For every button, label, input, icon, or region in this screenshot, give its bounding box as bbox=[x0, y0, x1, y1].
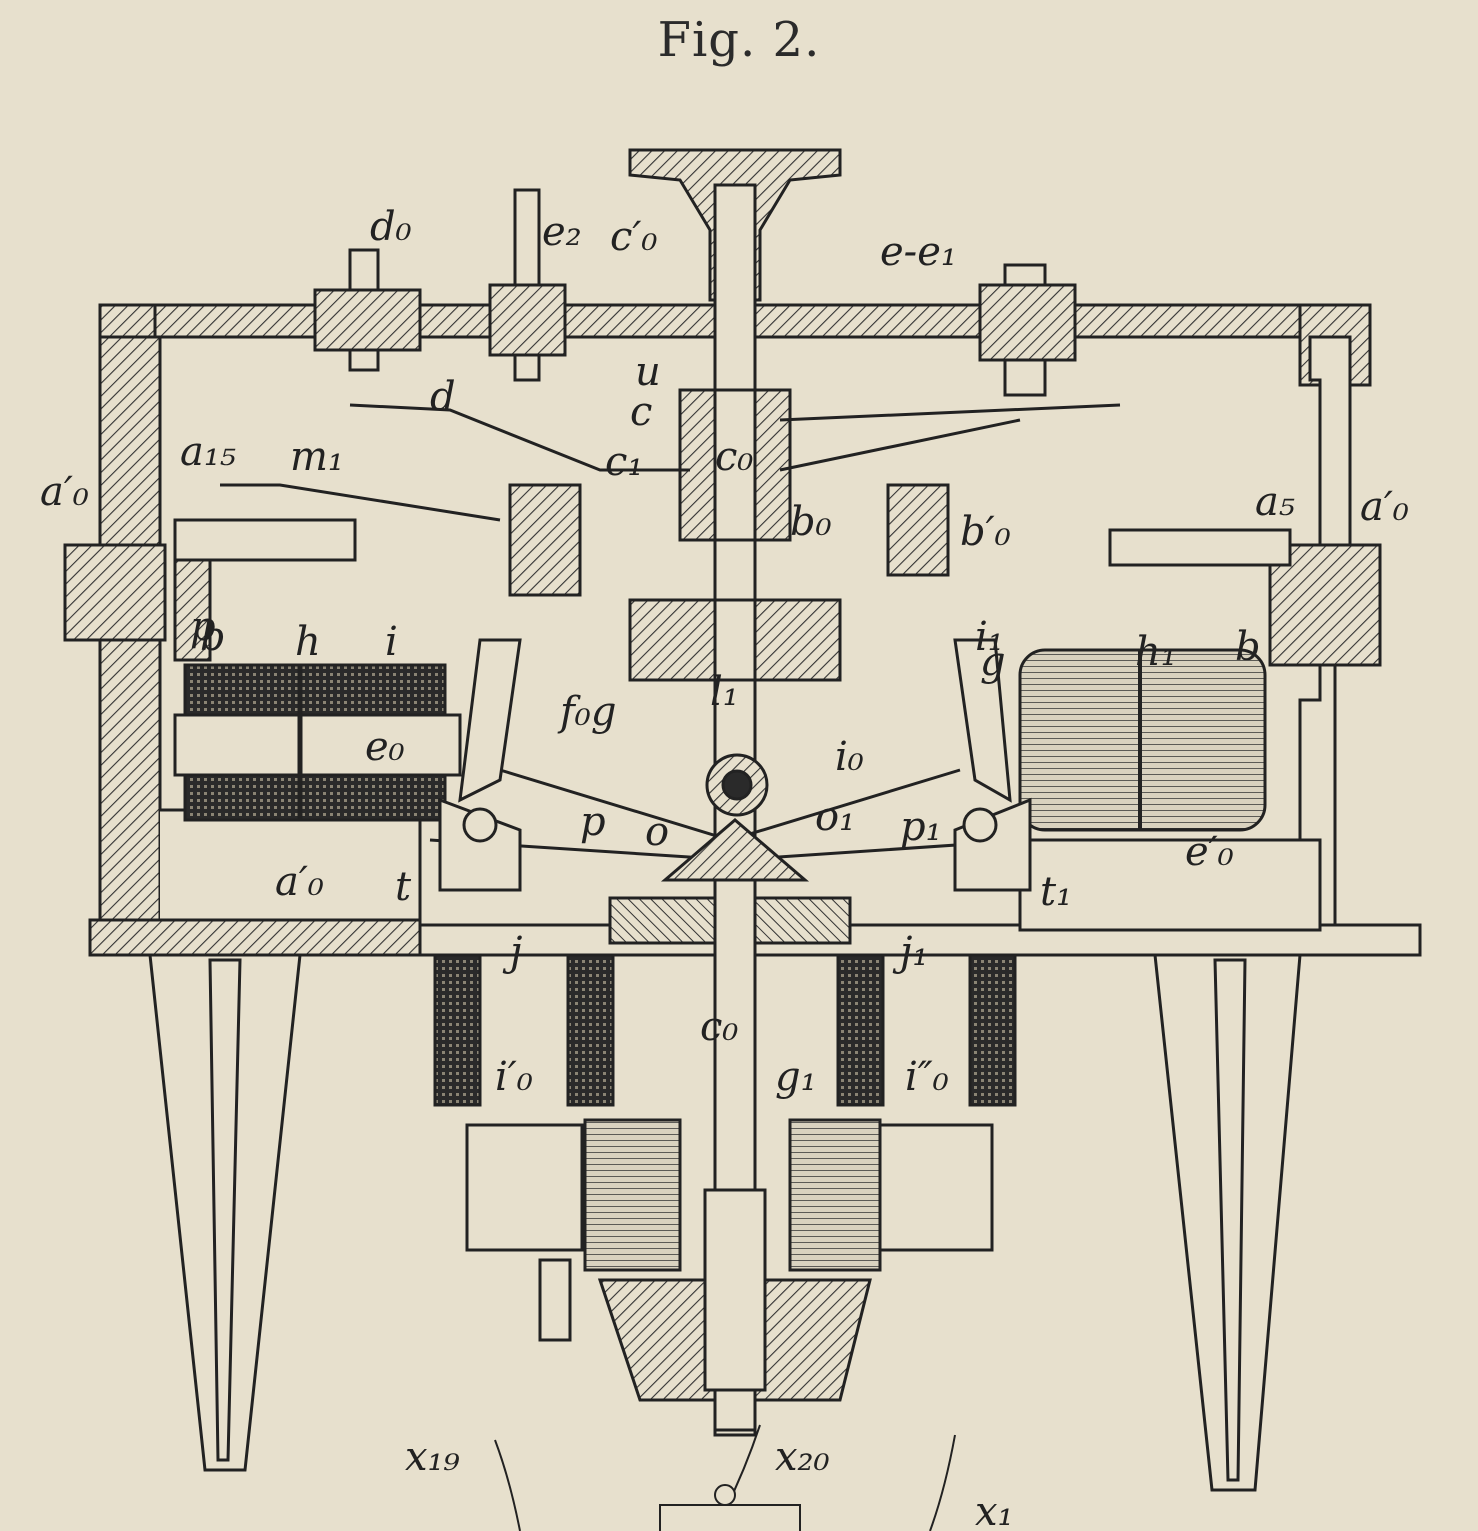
label-p: p bbox=[190, 604, 216, 650]
label-c0: c₀ bbox=[715, 434, 753, 480]
label-a0-prime-left: a′₀ bbox=[40, 469, 89, 515]
label-h1: h₁ bbox=[1135, 629, 1177, 675]
label-b-left: b bbox=[200, 614, 226, 660]
label-e2: e₂ bbox=[542, 209, 582, 255]
label-b0-prime: b′₀ bbox=[960, 509, 1011, 555]
reference-labels: d₀ e₂ c′₀ e-e₁ u c d c₁ c₀ a₁₅ m₁ a′₀ b₀… bbox=[40, 204, 1409, 1531]
label-i0-double-prime: i″₀ bbox=[905, 1054, 949, 1100]
label-p-mid: p bbox=[580, 799, 606, 845]
armature-assembly bbox=[438, 638, 1032, 892]
label-o1: o₁ bbox=[815, 794, 855, 840]
legs bbox=[148, 953, 1302, 1492]
label-g1: g₁ bbox=[775, 1054, 817, 1100]
label-i1: i₁ bbox=[975, 614, 1004, 660]
label-t: t bbox=[395, 864, 412, 910]
label-b0: b₀ bbox=[790, 499, 832, 545]
label-e0-prime: e′₀ bbox=[1185, 829, 1234, 875]
label-i0: i₀ bbox=[835, 734, 864, 780]
upper-bolts bbox=[313, 188, 1077, 597]
label-i: i bbox=[385, 619, 398, 665]
label-i0-prime: i′₀ bbox=[495, 1054, 533, 1100]
label-x20: x₂₀ bbox=[775, 1434, 830, 1480]
side-brackets bbox=[63, 518, 1382, 667]
label-c: c bbox=[630, 389, 652, 435]
label-f0g: f₀g bbox=[557, 689, 616, 735]
label-e-e1: e-e₁ bbox=[880, 229, 957, 275]
label-d: d bbox=[430, 374, 456, 420]
label-t1: t₁ bbox=[1040, 869, 1072, 915]
lower-coils bbox=[433, 953, 1017, 1432]
label-x19: x₁₉ bbox=[405, 1434, 460, 1480]
electromagnet-left bbox=[173, 663, 462, 822]
label-b-right: b bbox=[1235, 624, 1261, 670]
label-d0: d₀ bbox=[370, 204, 412, 250]
label-x1: x₁ bbox=[975, 1489, 1014, 1531]
label-a0-prime-bottom: a′₀ bbox=[275, 859, 324, 905]
label-l1: l₁ bbox=[710, 669, 739, 715]
terminal-wires bbox=[494, 1424, 956, 1531]
label-c0-prime: c′₀ bbox=[610, 214, 658, 260]
label-a15: a₁₅ bbox=[180, 429, 236, 475]
label-o: o bbox=[645, 809, 669, 855]
electromagnet-right bbox=[1018, 648, 1267, 832]
figure-title: Fig. 2. bbox=[657, 12, 821, 68]
label-a5: a₅ bbox=[1255, 479, 1295, 525]
label-c0-lower: c₀ bbox=[700, 1004, 738, 1050]
label-p1: p₁ bbox=[900, 804, 942, 850]
label-m1: m₁ bbox=[290, 434, 344, 480]
label-g-right: g bbox=[980, 639, 1006, 685]
label-u: u bbox=[635, 349, 661, 395]
label-a0-prime-right: a′₀ bbox=[1360, 484, 1409, 530]
label-e0: e₀ bbox=[365, 724, 405, 770]
label-c1: c₁ bbox=[605, 439, 643, 485]
label-h: h bbox=[295, 619, 321, 665]
